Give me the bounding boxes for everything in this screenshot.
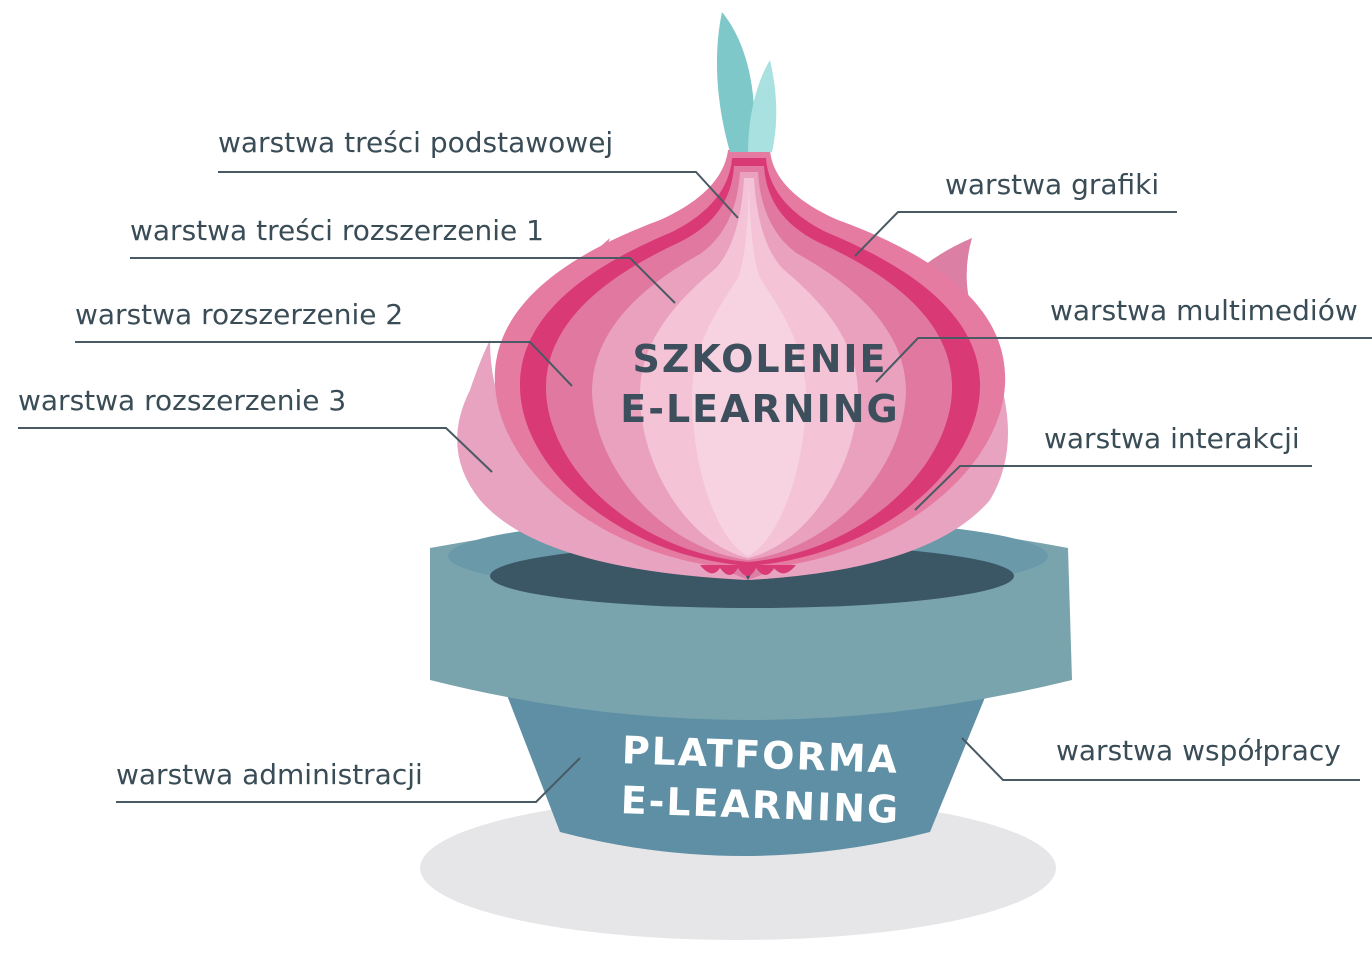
leader-tresci-podstawowej — [218, 171, 739, 219]
onion-title-line1: SZKOLENIE — [632, 337, 887, 381]
petal-right-front — [748, 330, 1008, 580]
onion-roots — [700, 565, 796, 576]
label-multimediow: warstwa multimediów — [1050, 294, 1358, 327]
pot-body — [505, 690, 988, 856]
sprout-light-leaf — [748, 60, 777, 152]
leader-multimediow — [875, 337, 1372, 383]
leader-rozszerzenie-3 — [18, 427, 493, 473]
sprout-dark-leaf — [716, 12, 755, 152]
label-interakcji: warstwa interakcji — [1044, 422, 1300, 455]
label-grafiki: warstwa grafiki — [945, 168, 1159, 201]
label-rozszerzenie-3: warstwa rozszerzenie 3 — [18, 384, 346, 417]
onion-title-line2: E-LEARNING — [620, 387, 900, 431]
leader-grafiki — [854, 211, 1177, 257]
leader-rozszerzenie-2 — [75, 341, 573, 387]
label-rozszerzenie-2: warstwa rozszerzenie 2 — [75, 298, 403, 331]
onion-core — [692, 184, 806, 556]
pot-title-line2: E-LEARNING — [620, 778, 901, 832]
label-administracji: warstwa administracji — [116, 758, 423, 791]
leader-wspolpracy — [961, 737, 1360, 781]
leader-interakcji — [914, 465, 1312, 511]
pot-title-line1: PLATFORMA — [621, 728, 900, 782]
leader-administracji — [116, 757, 581, 803]
leader-tresci-rozszerzenie-1 — [130, 257, 676, 304]
label-wspolpracy: warstwa współpracy — [1056, 734, 1341, 767]
petal-left-front — [457, 340, 748, 580]
label-tresci-rozszerzenie-1: warstwa treści rozszerzenie 1 — [130, 214, 544, 247]
label-tresci-podstawowej: warstwa treści podstawowej — [218, 126, 613, 159]
